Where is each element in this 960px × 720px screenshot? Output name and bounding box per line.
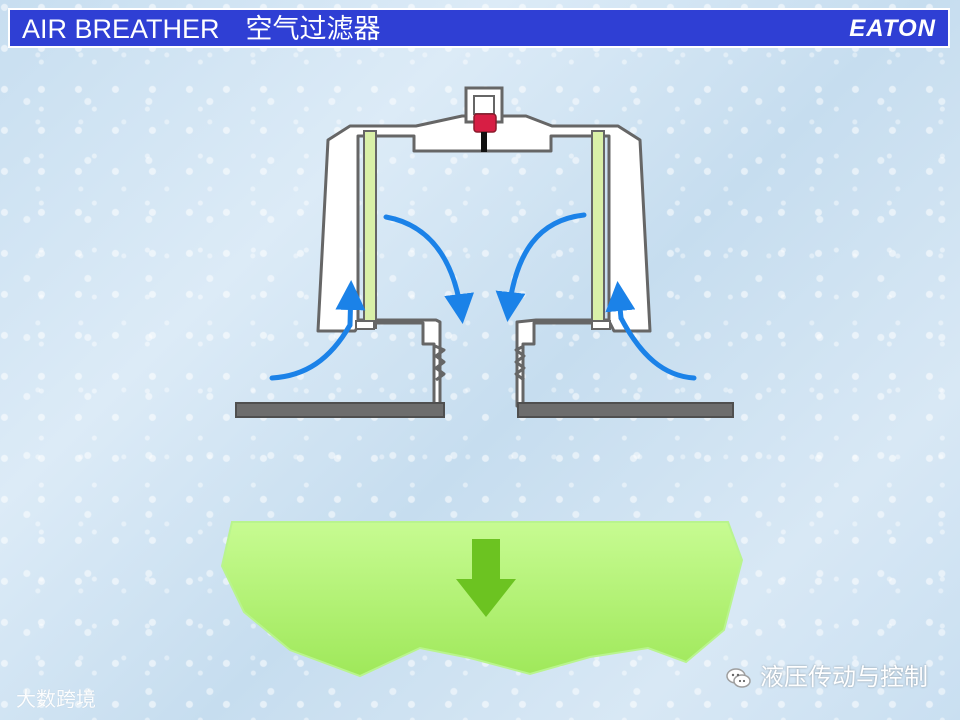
title-english: AIR BREATHER bbox=[22, 14, 220, 44]
reservoir-fluid-group bbox=[220, 521, 744, 678]
airflow-arrow-icon bbox=[335, 280, 366, 328]
title-chinese: 空气过滤器 bbox=[245, 14, 381, 44]
wechat-icon bbox=[726, 668, 751, 688]
title-bar: AIR BREATHER 空气过滤器 EATON bbox=[8, 8, 950, 48]
top-cap-window bbox=[473, 95, 495, 115]
page-title: AIR BREATHER 空气过滤器 bbox=[22, 14, 381, 44]
airflow-arrow-icon bbox=[618, 315, 697, 381]
right-base-plate bbox=[517, 402, 734, 418]
top-cap-red bbox=[473, 113, 497, 133]
airflow-arrow-icon bbox=[495, 212, 587, 322]
left-thread bbox=[434, 344, 446, 382]
left-watermark: 大数跨境 bbox=[16, 689, 96, 711]
airflow-group bbox=[269, 212, 697, 381]
top-cap-stem bbox=[481, 132, 487, 152]
housing-group bbox=[235, 86, 734, 418]
brand-logo: EATON bbox=[849, 15, 936, 42]
right-watermark: 液压传动与控制 bbox=[760, 664, 928, 691]
right-filter-element bbox=[591, 130, 605, 329]
right-thread bbox=[514, 344, 526, 382]
left-filter-element bbox=[363, 130, 377, 329]
airflow-arrow-icon bbox=[269, 322, 353, 381]
right-filter-foot bbox=[591, 320, 611, 330]
airflow-arrow-icon bbox=[605, 281, 636, 321]
left-filter-foot bbox=[355, 320, 375, 330]
down-arrow-icon bbox=[456, 539, 516, 617]
airflow-arrow-icon bbox=[383, 214, 475, 324]
left-base-plate bbox=[235, 402, 445, 418]
